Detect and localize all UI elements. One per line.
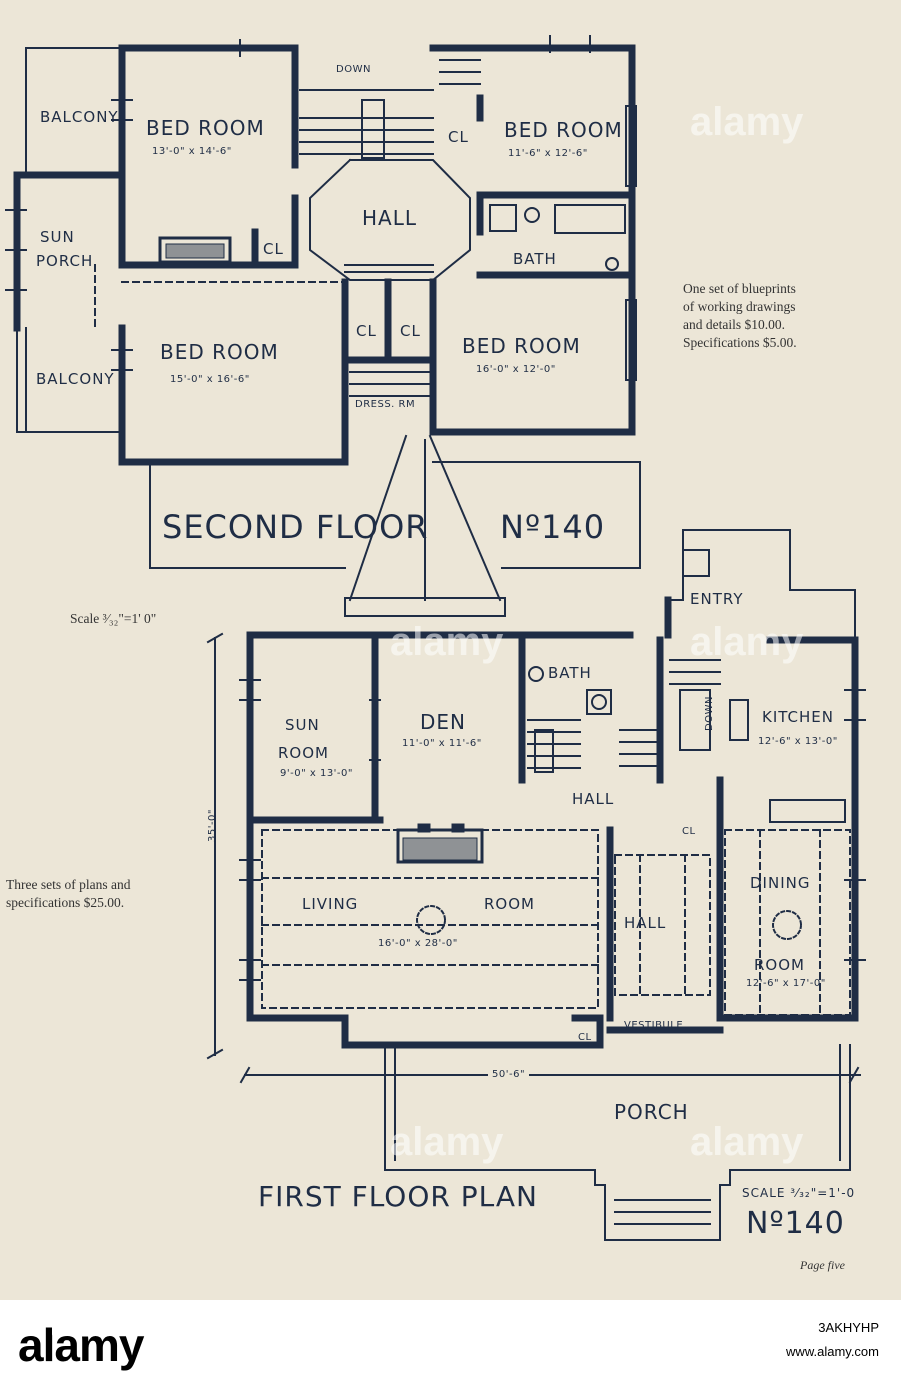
watermark-text: alamy [690,100,804,144]
second-floor-bedroom-nw-label: BED ROOM [146,116,265,140]
first-floor-dining-room-label-2: ROOM [754,956,805,974]
first-floor-depth-dimension: 35'-0" [207,808,219,843]
second-floor-bedroom-sw-dimensions: 15'-0" x 16'-6" [170,374,250,385]
first-floor-den-label: DEN [420,710,466,734]
image-id: 3AKHYHP [818,1320,879,1335]
second-floor-bedroom-se-dimensions: 16'-0" x 12'-0" [476,364,556,375]
second-floor-title: SECOND FLOOR [162,508,429,546]
watermark-text: alamy [690,1120,804,1164]
catalog-page: BALCONY BED ROOM 13'-0" x 14'-6" DOWN CL… [0,0,901,1300]
first-floor-sun-room-dimensions: 9'-0" x 13'-0" [280,768,354,779]
first-floor-dining-room-label-1: DINING [750,874,811,892]
first-floor-dining-room-dimensions: 12'-6" x 17'-0" [746,978,826,989]
first-floor-sun-room-label-1: SUN [285,716,320,734]
first-floor-den-dimensions: 11'-0" x 11'-6" [402,738,482,749]
first-floor-closet-lower-label: CL [578,1032,592,1043]
second-floor-bedroom-ne-label: BED ROOM [504,118,623,142]
first-floor-walls [246,596,859,1049]
first-floor-hall-center-label: HALL [624,914,667,932]
second-floor-balcony-bottom-label: BALCONY [36,370,115,388]
alamy-site-url: www.alamy.com [786,1344,879,1359]
first-floor-title: FIRST FLOOR PLAN [258,1180,538,1213]
second-floor-walls [13,44,636,466]
first-floor-kitchen-label: KITCHEN [762,708,834,726]
second-floor-closet-ne-label: CL [448,128,469,146]
plans-price-note: Three sets of plans and specifications $… [6,876,130,912]
second-floor-bath-label: BATH [513,250,557,268]
blueprints-price-note: One set of blueprints of working drawing… [683,280,797,352]
plans-note-line-1: Three sets of plans and [6,877,131,892]
first-floor-bath-label: BATH [548,664,592,682]
first-floor-living-room-dimensions: 16'-0" x 28'-0" [378,938,458,949]
alamy-logo-text: alamy [18,1319,144,1371]
first-floor-living-room-label-1: LIVING [302,895,359,913]
first-floor-fireplace [396,823,484,864]
floor-plan-drawing [5,35,866,1241]
second-floor-dress-room-label: DRESS. RM [355,399,416,410]
second-floor-closet-hall-label: CL [263,240,284,258]
first-floor-plan-number: Nº140 [746,1206,845,1241]
blueprints-note-line-3: and details $10.00. [683,317,785,332]
alamy-logo-icon [52,1322,66,1336]
second-floor-balcony-top-label: BALCONY [40,108,119,126]
second-floor-bedroom-nw-dimensions: 13'-0" x 14'-6" [152,146,232,157]
page-number-label: Page five [800,1258,845,1272]
second-floor-closet-1-label: CL [356,322,377,340]
blueprints-note-line-4: Specifications $5.00. [683,335,797,350]
first-floor-width-dimension: 50'-6" [488,1069,530,1080]
watermark-text: alamy [390,1120,504,1164]
first-floor-kitchen-dimensions: 12'-6" x 13'-0" [758,736,838,747]
second-floor-sun-porch-label-2: PORCH [36,252,94,270]
second-floor-down-label: DOWN [336,64,371,75]
first-floor-down-label: DOWN [703,696,715,731]
first-floor-vestibule-label: VESTIBULE [624,1020,684,1031]
first-floor-hall-upper-label: HALL [572,790,615,808]
alamy-logo: alamy [18,1314,168,1374]
plans-note-line-2: specifications $25.00. [6,895,125,910]
first-floor-living-room-label-2: ROOM [484,895,535,913]
first-floor-scale: SCALE ³⁄₃₂"=1'-0 [742,1186,856,1200]
second-floor-hall-label: HALL [362,206,418,230]
watermark-footer: alamy 3AKHYHP www.alamy.com [0,1300,901,1390]
first-floor-closet-upper-label: CL [682,826,696,837]
second-floor-bedroom-se-label: BED ROOM [462,334,581,358]
watermark-text: alamy [390,620,504,664]
blueprints-note-line-2: of working drawings [683,299,796,314]
second-floor-closet-2-label: CL [400,322,421,340]
first-floor-entry-label: ENTRY [690,590,744,608]
first-floor-porch-label: PORCH [614,1100,689,1124]
second-floor-sun-porch-label-1: SUN [40,228,75,246]
watermark-text: alamy [690,620,804,664]
second-floor-plan-number: Nº140 [500,508,606,546]
blueprints-note-line-1: One set of blueprints [683,281,796,296]
second-floor-bedroom-ne-dimensions: 11'-6" x 12'-6" [508,148,588,159]
first-floor-sun-room-label-2: ROOM [278,744,329,762]
second-floor-fireplace [158,236,232,264]
second-floor-bedroom-sw-label: BED ROOM [160,340,279,364]
second-floor-scale: Scale ³⁄₃₂"=1' 0" [70,611,157,626]
